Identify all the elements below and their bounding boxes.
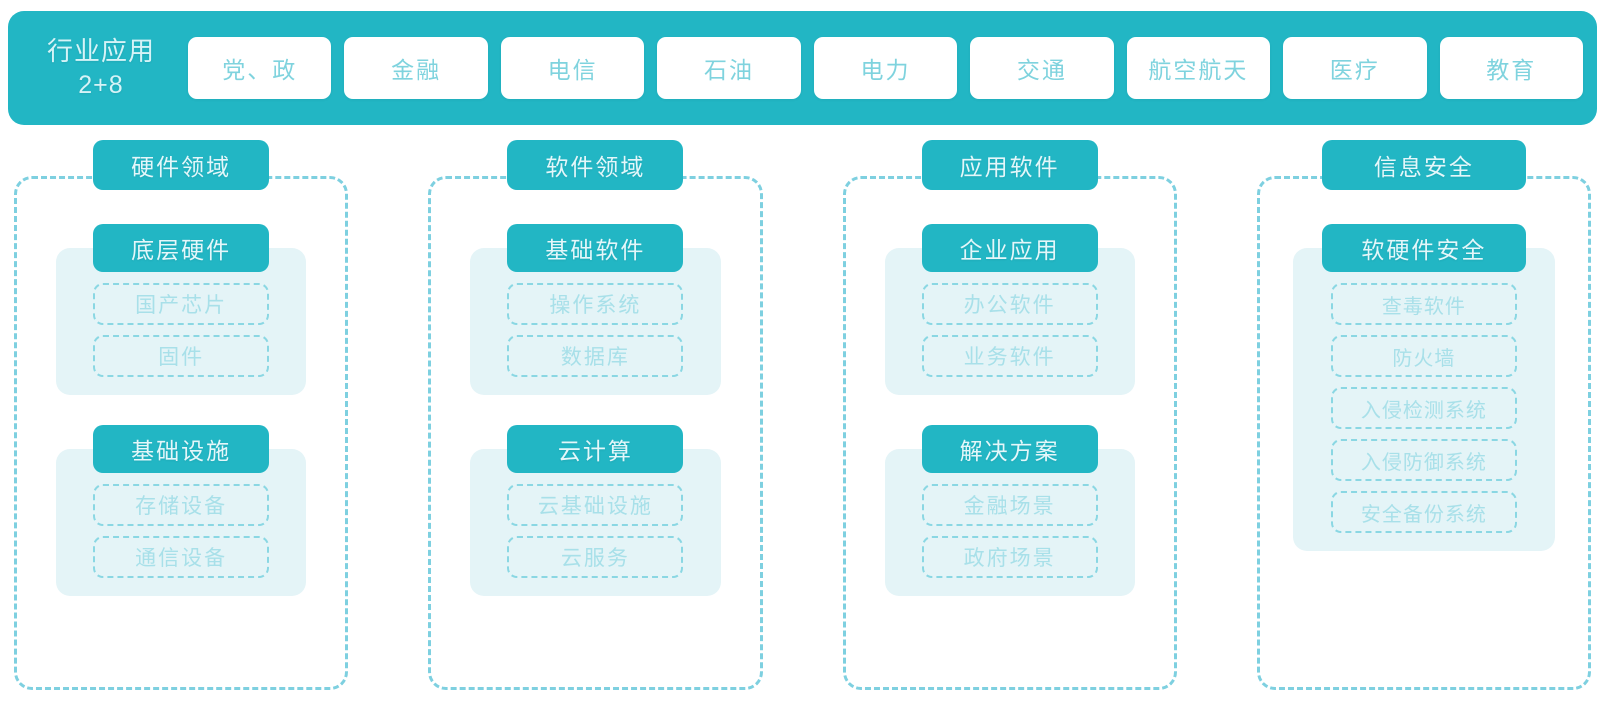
industry-button-label: 医疗 xyxy=(1329,57,1380,83)
domain-group-software-hardware-security: 软硬件安全 查毒软件 防火墙 入侵检测系统 入侵防御系统 安全备份系统 xyxy=(1292,224,1555,551)
industry-button-jinrong[interactable]: 金融 xyxy=(344,37,488,99)
domain-title-label: 硬件领域 xyxy=(131,154,232,180)
list-item[interactable]: 安全备份系统 xyxy=(1330,491,1517,533)
item-label: 固件 xyxy=(158,346,205,369)
group-item-list: 办公软件 业务软件 xyxy=(879,272,1141,395)
industry-application-header: 行业应用 2+8 党、政 金融 电信 石油 电力 交通 航空航天 医疗 教育 xyxy=(8,11,1597,125)
list-item[interactable]: 存储设备 xyxy=(93,484,270,526)
group-title-label: 企业应用 xyxy=(959,237,1060,263)
domain-column-software: 软件领域 基础软件 操作系统 数据库 云计算 云基础设施 xyxy=(422,140,768,700)
item-label: 防火墙 xyxy=(1392,347,1456,370)
list-item[interactable]: 业务软件 xyxy=(921,335,1098,377)
item-label: 办公软件 xyxy=(963,294,1056,317)
header-title-line2: 2+8 xyxy=(78,70,124,99)
group-title-basic-software[interactable]: 基础软件 xyxy=(507,224,684,272)
group-title-software-hardware-security[interactable]: 软硬件安全 xyxy=(1321,224,1526,272)
group-item-list: 操作系统 数据库 xyxy=(464,272,726,395)
industry-button-label: 电信 xyxy=(547,57,598,83)
industry-button-jiaoyu[interactable]: 教育 xyxy=(1439,37,1583,99)
group-item-list: 查毒软件 防火墙 入侵检测系统 入侵防御系统 安全备份系统 xyxy=(1293,272,1555,551)
list-item[interactable]: 操作系统 xyxy=(507,283,684,325)
list-item[interactable]: 入侵检测系统 xyxy=(1330,387,1517,429)
group-item-list: 金融场景 政府场景 xyxy=(879,473,1141,596)
item-label: 业务软件 xyxy=(963,346,1056,369)
group-title-label: 基础设施 xyxy=(131,438,232,464)
list-item[interactable]: 金融场景 xyxy=(921,484,1098,526)
list-item[interactable]: 通信设备 xyxy=(93,536,270,578)
industry-button-hangkonghangtian[interactable]: 航空航天 xyxy=(1126,37,1271,99)
group-title-label: 软硬件安全 xyxy=(1361,237,1487,263)
group-item-list: 国产芯片 固件 xyxy=(50,272,312,395)
item-label: 入侵检测系统 xyxy=(1360,399,1487,422)
list-item[interactable]: 数据库 xyxy=(507,335,684,377)
header-title: 行业应用 2+8 xyxy=(26,35,176,100)
list-item[interactable]: 云服务 xyxy=(507,536,684,578)
item-label: 国产芯片 xyxy=(135,294,228,317)
item-label: 云服务 xyxy=(560,547,630,570)
domain-title-information-security[interactable]: 信息安全 xyxy=(1321,140,1526,190)
domain-title-hardware[interactable]: 硬件领域 xyxy=(93,140,270,190)
domain-title-label: 应用软件 xyxy=(959,154,1060,180)
list-item[interactable]: 防火墙 xyxy=(1330,335,1517,377)
item-label: 政府场景 xyxy=(963,547,1056,570)
domain-group-underlying-hardware: 底层硬件 国产芯片 固件 xyxy=(50,224,312,395)
domain-group-infrastructure: 基础设施 存储设备 通信设备 xyxy=(50,425,312,596)
industry-button-dianxin[interactable]: 电信 xyxy=(500,37,645,99)
group-title-label: 基础软件 xyxy=(545,237,646,263)
group-title-label: 底层硬件 xyxy=(131,237,232,263)
list-item[interactable]: 查毒软件 xyxy=(1330,283,1517,325)
industry-button-yiliao[interactable]: 医疗 xyxy=(1283,37,1427,99)
industry-button-label: 航空航天 xyxy=(1148,57,1249,83)
group-title-label: 云计算 xyxy=(557,438,633,464)
industry-button-label: 金融 xyxy=(391,57,442,83)
domain-group-basic-software: 基础软件 操作系统 数据库 xyxy=(464,224,726,395)
group-title-underlying-hardware[interactable]: 底层硬件 xyxy=(93,224,270,272)
group-title-label: 解决方案 xyxy=(959,438,1060,464)
industry-button-jiaotong[interactable]: 交通 xyxy=(970,37,1114,99)
group-title-solutions[interactable]: 解决方案 xyxy=(921,425,1098,473)
item-label: 云基础设施 xyxy=(537,495,653,518)
list-item[interactable]: 固件 xyxy=(93,335,270,377)
domain-title-label: 软件领域 xyxy=(545,154,646,180)
list-item[interactable]: 入侵防御系统 xyxy=(1330,439,1517,481)
industry-button-label: 石油 xyxy=(704,57,755,83)
list-item[interactable]: 云基础设施 xyxy=(507,484,684,526)
list-item[interactable]: 办公软件 xyxy=(921,283,1098,325)
domain-group-enterprise-application: 企业应用 办公软件 业务软件 xyxy=(879,224,1141,395)
group-item-list: 存储设备 通信设备 xyxy=(50,473,312,596)
group-title-enterprise-application[interactable]: 企业应用 xyxy=(921,224,1098,272)
list-item[interactable]: 政府场景 xyxy=(921,536,1098,578)
industry-button-label: 交通 xyxy=(1016,57,1067,83)
list-item[interactable]: 国产芯片 xyxy=(93,283,270,325)
item-label: 数据库 xyxy=(560,346,630,369)
header-title-line1: 行业应用 xyxy=(46,36,155,67)
item-label: 存储设备 xyxy=(135,495,228,518)
industry-button-shiyou[interactable]: 石油 xyxy=(657,37,801,99)
domain-title-software[interactable]: 软件领域 xyxy=(507,140,684,190)
domain-group-cloud-computing: 云计算 云基础设施 云服务 xyxy=(464,425,726,596)
industry-button-dianli[interactable]: 电力 xyxy=(813,37,958,99)
domain-title-application-software[interactable]: 应用软件 xyxy=(921,140,1098,190)
item-label: 安全备份系统 xyxy=(1360,503,1487,526)
group-item-list: 云基础设施 云服务 xyxy=(464,473,726,596)
industry-button-list: 党、政 金融 电信 石油 电力 交通 航空航天 医疗 教育 xyxy=(188,37,1583,99)
domain-column-information-security: 信息安全 软硬件安全 查毒软件 防火墙 入侵检测系统 入侵防御系统 安全备份系统 xyxy=(1251,140,1597,700)
item-label: 操作系统 xyxy=(549,294,642,317)
item-label: 金融场景 xyxy=(963,495,1056,518)
domain-column-application-software: 应用软件 企业应用 办公软件 业务软件 解决方案 金融场景 xyxy=(837,140,1183,700)
item-label: 入侵防御系统 xyxy=(1360,451,1487,474)
group-title-cloud-computing[interactable]: 云计算 xyxy=(507,425,684,473)
group-title-infrastructure[interactable]: 基础设施 xyxy=(93,425,270,473)
industry-button-label: 教育 xyxy=(1486,57,1537,83)
item-label: 通信设备 xyxy=(135,547,228,570)
domain-group-solutions: 解决方案 金融场景 政府场景 xyxy=(879,425,1141,596)
industry-button-label: 电力 xyxy=(860,57,911,83)
industry-button-label: 党、政 xyxy=(222,57,298,83)
domain-columns: 硬件领域 底层硬件 国产芯片 固件 基础设施 存储设备 通 xyxy=(8,140,1597,700)
item-label: 查毒软件 xyxy=(1381,295,1466,318)
industry-button-dangzheng[interactable]: 党、政 xyxy=(188,37,332,99)
domain-column-hardware: 硬件领域 底层硬件 国产芯片 固件 基础设施 存储设备 通 xyxy=(8,140,354,700)
domain-title-label: 信息安全 xyxy=(1373,154,1474,180)
